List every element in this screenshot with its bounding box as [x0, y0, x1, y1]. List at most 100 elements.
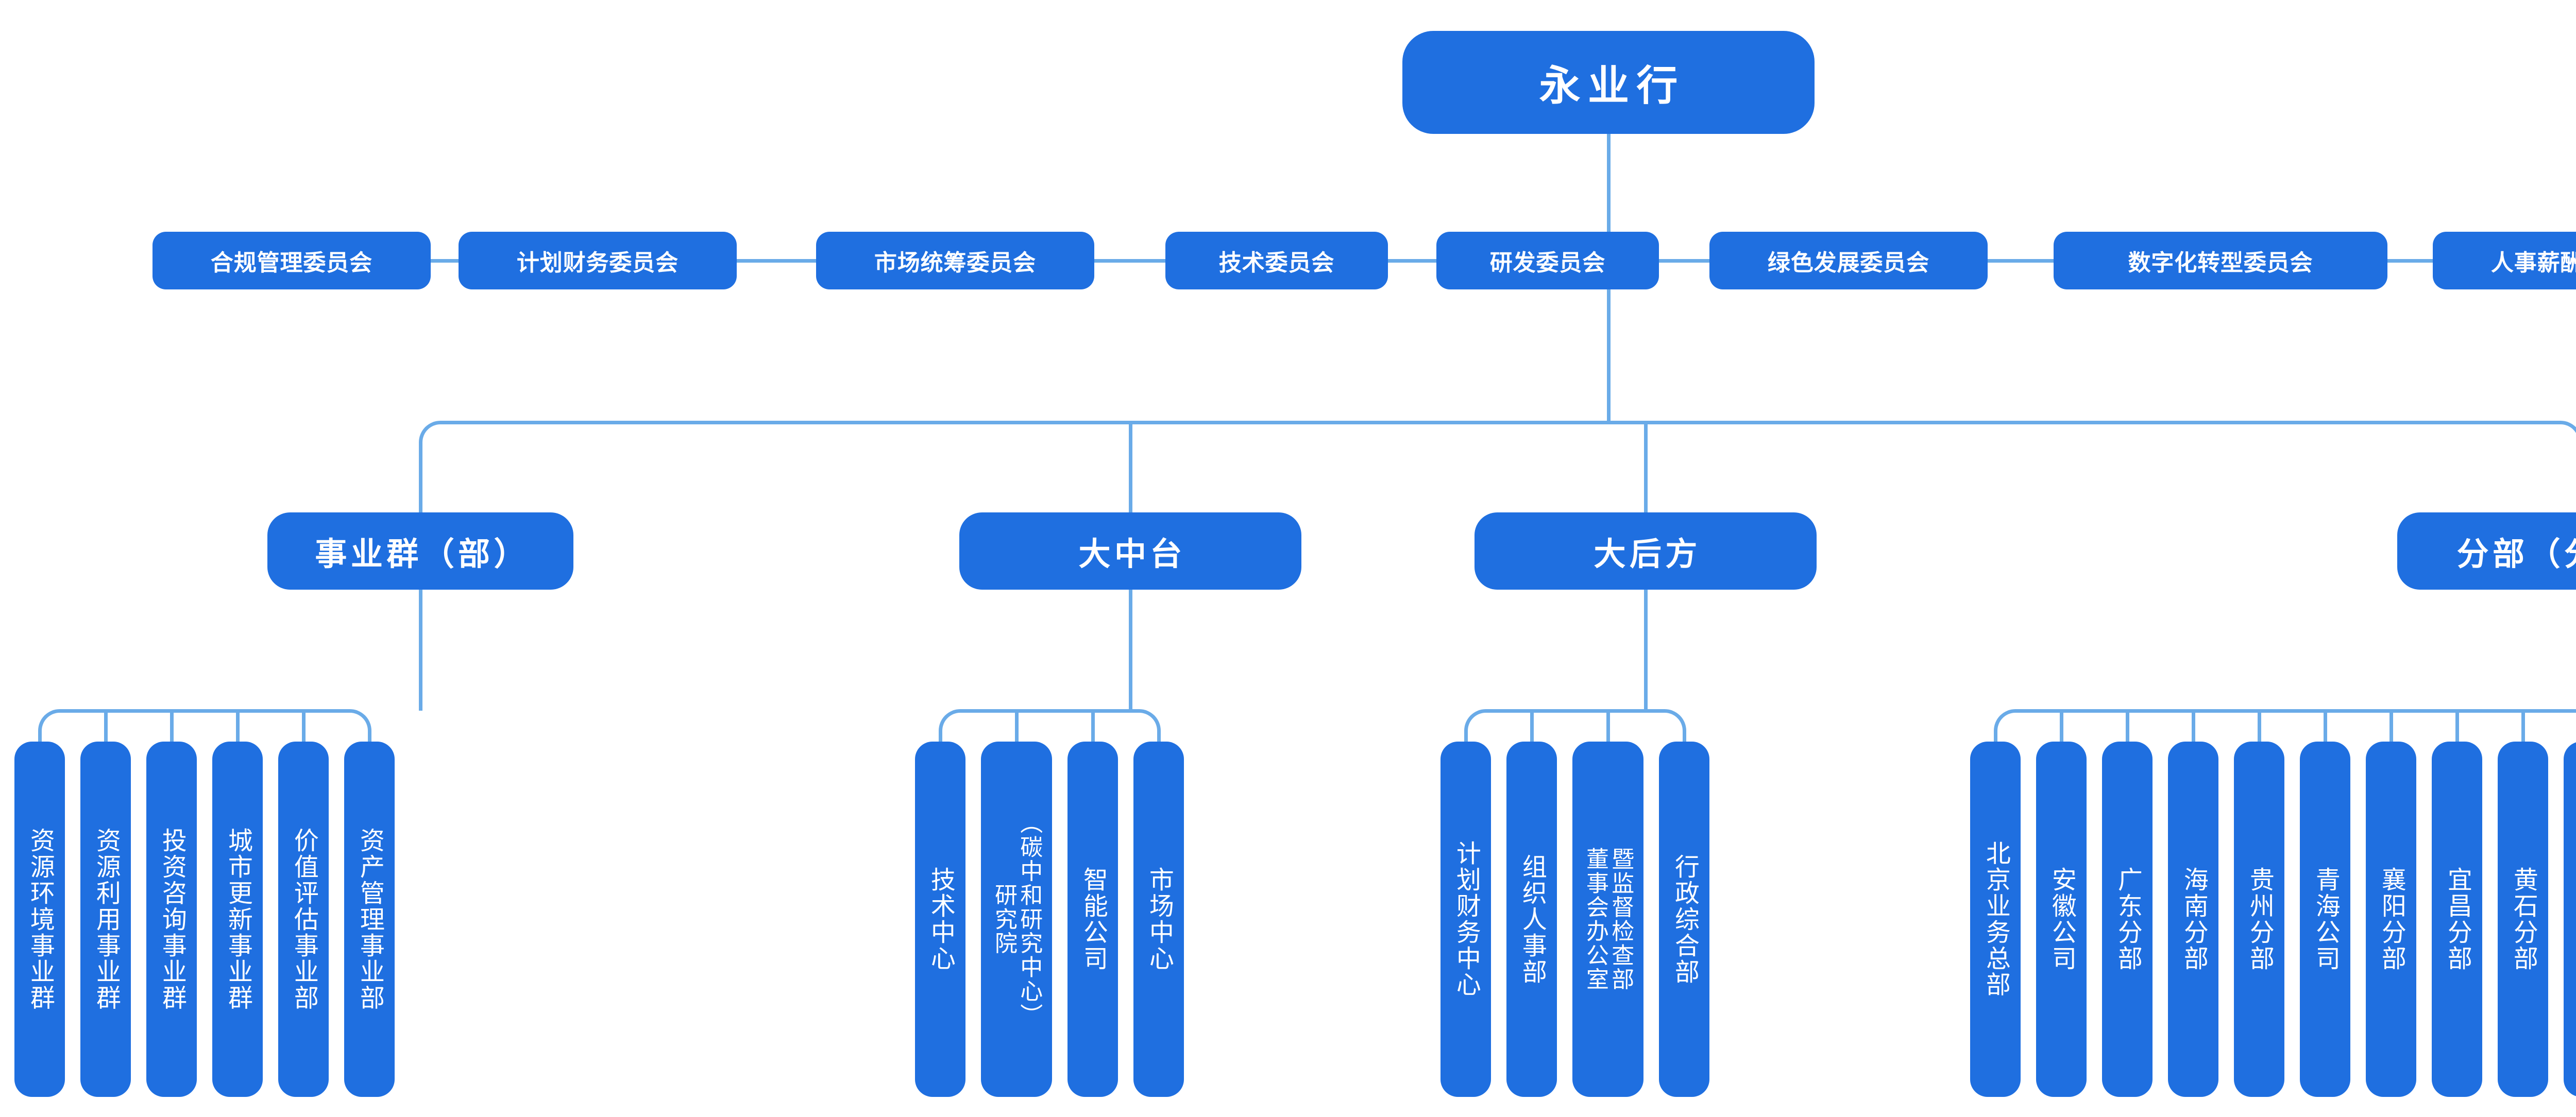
connector-leaf-drop-1-2 — [104, 711, 108, 742]
committee-5[interactable]: 研发委员会 — [1436, 232, 1659, 289]
leaf-label: 十堰分部 — [2575, 867, 2576, 972]
connector-leaf-drop-4-1 — [1993, 732, 1997, 742]
connector-committee-link-6 — [1988, 259, 2054, 263]
leaf-card-2-3[interactable]: 智能公司 — [1067, 742, 1118, 1097]
connector-leaf-bus-left-3 — [1464, 709, 1489, 734]
connector-leaf-drop-4-3 — [2125, 711, 2129, 742]
leaf-label: 城市更新事业群 — [224, 827, 251, 1011]
connector-leaf-drop-2-2 — [1014, 711, 1019, 742]
committee-3[interactable]: 市场统筹委员会 — [816, 232, 1094, 289]
leaf-card-2-4[interactable]: 市场中心 — [1133, 742, 1184, 1097]
connector-leaf-drop-2-1 — [938, 732, 942, 742]
leaf-label: 安徽公司 — [2047, 867, 2075, 972]
leaf-label: 暨监督检查部 董事会办公室 — [1583, 847, 1634, 991]
leaf-label: 价值评估事业部 — [290, 827, 317, 1011]
committee-1[interactable]: 合规管理委员会 — [152, 232, 431, 289]
leaf-card-4-6[interactable]: 青海公司 — [2300, 742, 2350, 1097]
leaf-card-2-2[interactable]: （碳中和研究中心） 研究院 — [981, 742, 1052, 1097]
connector-committee-link-2 — [737, 259, 816, 263]
committee-7[interactable]: 数字化转型委员会 — [2054, 232, 2387, 289]
connector-leaf-drop-3-3 — [1606, 711, 1610, 742]
committee-6[interactable]: 绿色发展委员会 — [1709, 232, 1988, 289]
connector-committee-link-5 — [1659, 259, 1709, 263]
leaf-label: 襄阳分部 — [2377, 867, 2405, 972]
connector-committee-link-3 — [1094, 259, 1165, 263]
group-header-3[interactable]: 大后方 — [1475, 512, 1817, 590]
connector-leaf-drop-1-4 — [235, 711, 240, 742]
connector-committee-link-7 — [2387, 259, 2433, 263]
leaf-label: 青海公司 — [2311, 867, 2339, 972]
leaf-label: 贵州分部 — [2245, 867, 2273, 972]
leaf-label: 资源环境事业群 — [26, 827, 54, 1011]
leaf-card-3-2[interactable]: 组织人事部 — [1506, 742, 1557, 1097]
leaf-card-3-1[interactable]: 计划财务中心 — [1440, 742, 1491, 1097]
leaf-card-4-1[interactable]: 北京业务总部 — [1970, 742, 2021, 1097]
leaf-label: 投资咨询事业群 — [158, 827, 185, 1011]
connector-group-drop-1 — [418, 444, 422, 512]
connector-group-bus-left — [418, 420, 444, 446]
connector-leaf-bus-left-1 — [38, 709, 63, 734]
connector-leaf-drop-1-1 — [38, 732, 42, 742]
leaf-card-1-3[interactable]: 投资咨询事业群 — [146, 742, 197, 1097]
leaf-card-4-3[interactable]: 广东分部 — [2102, 742, 2153, 1097]
connector-group-to-leafbus-1 — [418, 590, 422, 711]
leaf-label: 智能公司 — [1079, 867, 1107, 972]
connector-leaf-bus-right-2 — [1135, 709, 1161, 734]
leaf-card-1-6[interactable]: 资产管理事业部 — [344, 742, 395, 1097]
connector-group-drop-2 — [1128, 422, 1132, 512]
leaf-card-1-4[interactable]: 城市更新事业群 — [212, 742, 263, 1097]
leaf-card-3-3[interactable]: 暨监督检查部 董事会办公室 — [1572, 742, 1643, 1097]
connector-leaf-drop-2-4 — [1157, 732, 1161, 742]
committee-8[interactable]: 人事薪酬委员会 — [2433, 232, 2576, 289]
leaf-label: 计划财务中心 — [1452, 840, 1480, 998]
leaf-label: 组织人事部 — [1518, 853, 1546, 985]
connector-leaf-drop-3-2 — [1530, 711, 1534, 742]
connector-leaf-drop-4-9 — [2521, 711, 2525, 742]
group-header-4[interactable]: 分部（分公司） — [2397, 512, 2576, 590]
leaf-label: 北京业务总部 — [1981, 840, 2009, 998]
connector-leaf-drop-4-4 — [2191, 711, 2195, 742]
connector-leaf-drop-3-4 — [1682, 732, 1686, 742]
connector-leaf-drop-1-5 — [301, 711, 306, 742]
group-header-1[interactable]: 事业群（部） — [267, 512, 573, 590]
leaf-label: 技术中心 — [926, 867, 954, 972]
connector-leaf-bus-left-4 — [1993, 709, 2019, 734]
leaf-card-4-10[interactable]: 十堰分部 — [2564, 742, 2576, 1097]
connector-leaf-drop-1-6 — [367, 732, 371, 742]
leaf-label: 广东分部 — [2113, 867, 2141, 972]
leaf-card-4-8[interactable]: 宜昌分部 — [2432, 742, 2482, 1097]
connector-group-to-leafbus-3 — [1643, 590, 1648, 711]
connector-leaf-drop-4-2 — [2059, 711, 2063, 742]
leaf-card-1-1[interactable]: 资源环境事业群 — [14, 742, 65, 1097]
leaf-card-3-4[interactable]: 行政综合部 — [1659, 742, 1709, 1097]
connector-leaf-drop-4-5 — [2257, 711, 2261, 742]
leaf-card-4-9[interactable]: 黄石分部 — [2498, 742, 2548, 1097]
connector-leaf-drop-4-8 — [2455, 711, 2459, 742]
leaf-label: 市场中心 — [1145, 867, 1173, 972]
connector-leaf-drop-1-3 — [170, 711, 174, 742]
leaf-card-4-5[interactable]: 贵州分部 — [2234, 742, 2284, 1097]
leaf-card-4-4[interactable]: 海南分部 — [2168, 742, 2218, 1097]
group-header-2[interactable]: 大中台 — [959, 512, 1301, 590]
committee-4[interactable]: 技术委员会 — [1165, 232, 1388, 289]
committee-2[interactable]: 计划财务委员会 — [459, 232, 737, 289]
connector-leaf-bus-left-2 — [938, 709, 964, 734]
leaf-label: 行政综合部 — [1670, 853, 1698, 985]
leaf-card-4-2[interactable]: 安徽公司 — [2036, 742, 2087, 1097]
leaf-card-1-2[interactable]: 资源利用事业群 — [80, 742, 131, 1097]
connector-committee-link-4 — [1388, 259, 1436, 263]
connector-group-drop-3 — [1643, 422, 1648, 512]
leaf-card-2-1[interactable]: 技术中心 — [915, 742, 965, 1097]
connector-leaf-bus-4 — [2017, 709, 2576, 713]
connector-leaf-bus-3 — [1487, 709, 1663, 713]
connector-leaf-bus-right-1 — [346, 709, 371, 734]
leaf-label: 海南分部 — [2179, 867, 2207, 972]
connector-group-bus-right — [2556, 420, 2576, 446]
root-node[interactable]: 永业行 — [1402, 31, 1815, 134]
leaf-card-4-7[interactable]: 襄阳分部 — [2366, 742, 2416, 1097]
connector-leaf-drop-4-6 — [2323, 711, 2327, 742]
leaf-label: （碳中和研究中心） 研究院 — [991, 811, 1042, 1027]
leaf-label: 资产管理事业部 — [355, 827, 383, 1011]
leaf-card-1-5[interactable]: 价值评估事业部 — [278, 742, 329, 1097]
connector-committee-link-1 — [431, 259, 459, 263]
